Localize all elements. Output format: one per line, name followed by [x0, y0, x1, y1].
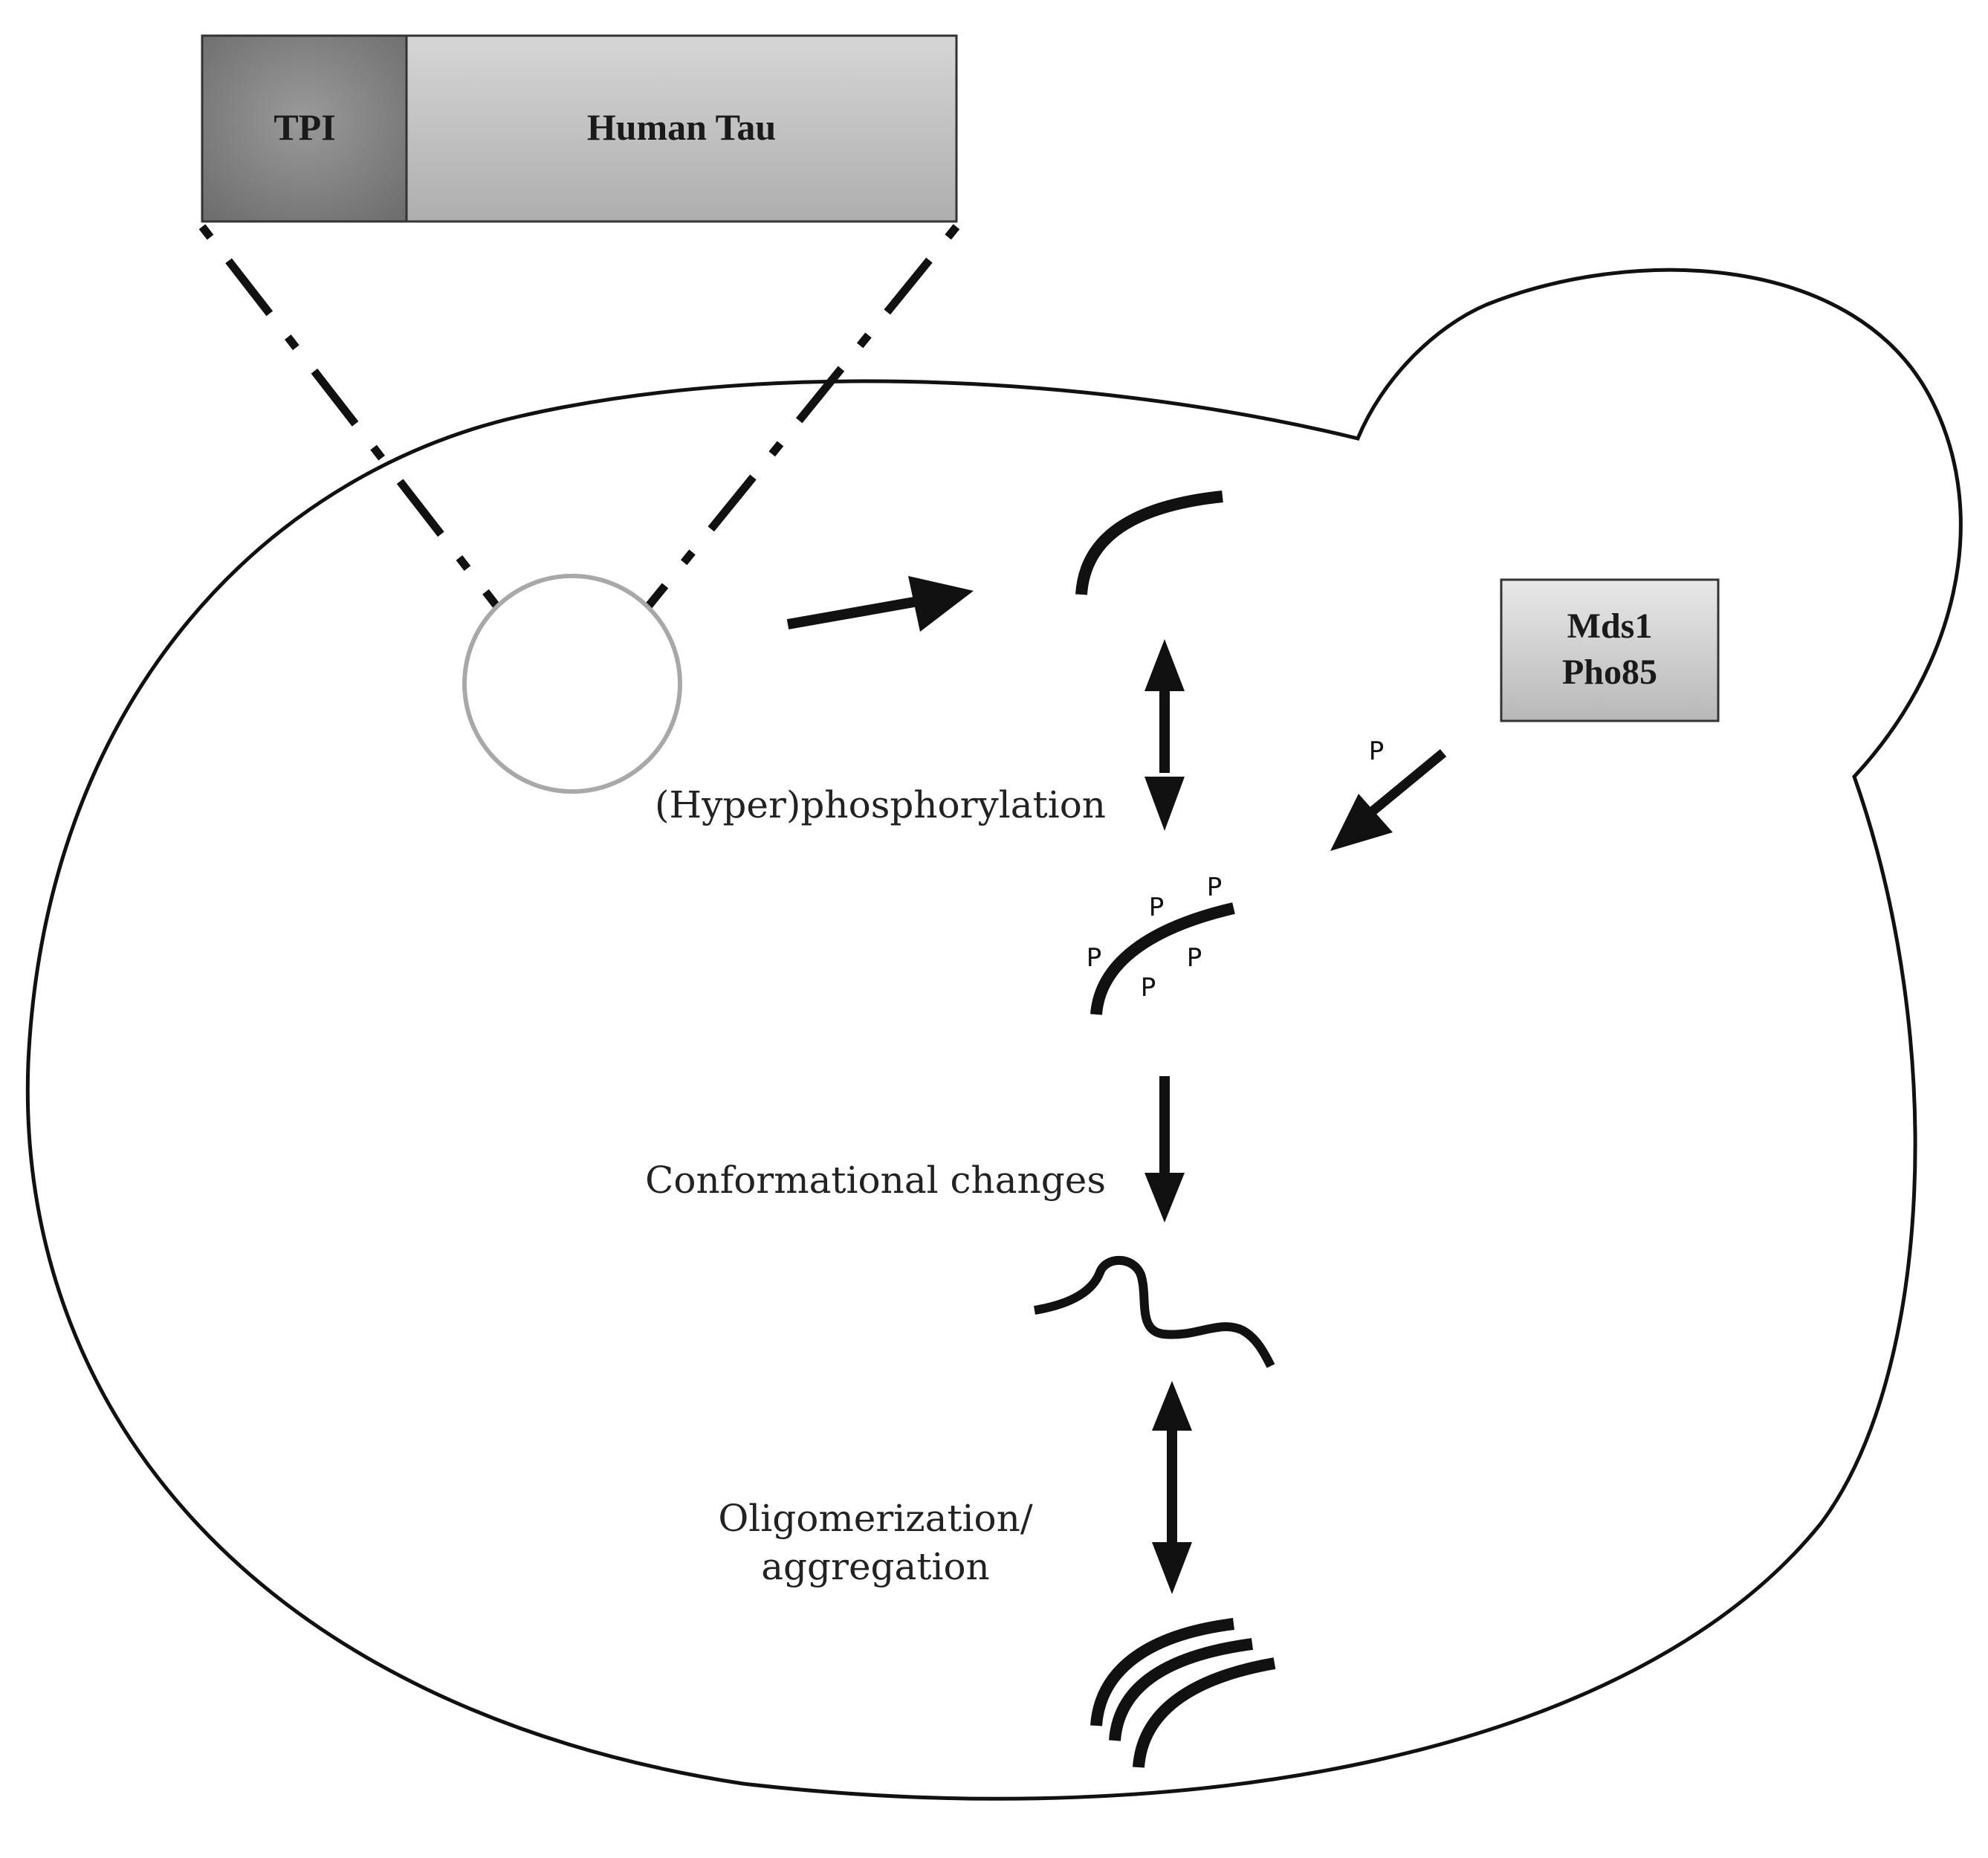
phosphate-label: P — [1141, 973, 1156, 1003]
aggregate-filament — [1133, 1657, 1276, 1768]
oligomerization-double-arrow — [1152, 1381, 1192, 1594]
yeast-cell-outline — [25, 268, 1963, 1801]
phosphorylated-tau-protein — [1090, 902, 1235, 1015]
projection-line-left — [198, 224, 500, 609]
kinase-phosphorylation-arrow — [1330, 748, 1447, 851]
phosphate-label: P — [1149, 893, 1165, 922]
kinase-label-pho85: Pho85 — [1562, 653, 1657, 692]
projection-line-right — [645, 224, 960, 609]
tpi-promoter-label: TPI — [273, 106, 335, 148]
native-tau-protein — [1075, 491, 1223, 595]
phosphorylation-double-arrow — [1144, 639, 1185, 831]
phosphate-label-transfer: P — [1369, 737, 1385, 766]
expression-arrow — [786, 576, 974, 632]
tpi-promoter-box — [201, 34, 408, 223]
kinase-label-mds1: Mds1 — [1567, 606, 1653, 646]
conformational-changes-label: Conformational changes — [645, 1159, 1106, 1202]
construct-projection-lines — [198, 224, 960, 609]
human-tau-box — [405, 34, 958, 223]
hyperphosphorylation-label: (Hyper)phosphorylation — [655, 783, 1106, 826]
aggregate-filament — [1109, 1638, 1254, 1741]
human-tau-label: Human Tau — [587, 106, 776, 148]
phosphate-label: P — [1187, 943, 1202, 973]
aggregate-filament — [1090, 1618, 1234, 1726]
tau-aggregate — [1090, 1618, 1276, 1768]
phosphate-groups: P P P P P — [1087, 873, 1223, 1003]
oligomerization-label-line2: aggregation — [761, 1545, 990, 1588]
kinase-box: Mds1 Pho85 — [1500, 578, 1720, 722]
tau-construct: TPI Human Tau — [201, 34, 958, 223]
misfolded-tau-protein — [1034, 1255, 1275, 1368]
oligomerization-label-line1: Oligomerization/ — [718, 1497, 1033, 1540]
conformational-arrow — [1144, 1076, 1185, 1223]
phosphate-label: P — [1087, 943, 1102, 973]
phosphate-label: P — [1207, 873, 1223, 902]
plasmid-circle — [462, 574, 682, 794]
